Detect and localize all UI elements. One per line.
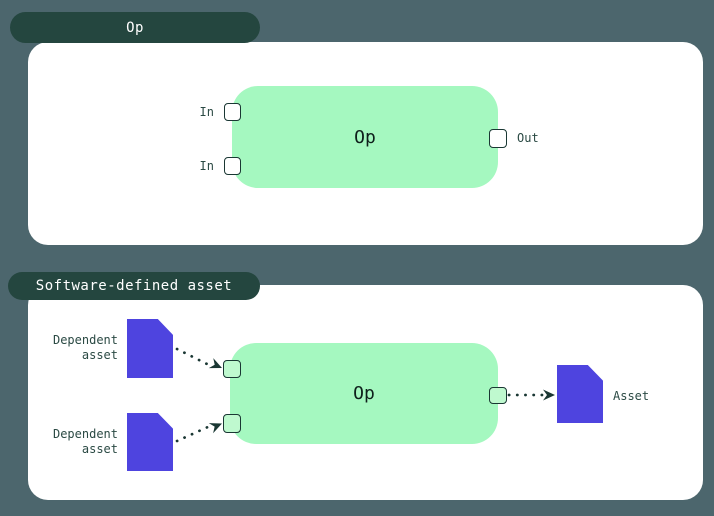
sda-op-node: Op xyxy=(230,343,498,444)
op-node: Op xyxy=(232,86,498,188)
sda-panel-tab-label: Software-defined asset xyxy=(35,278,233,294)
dependent-asset-label: Dependent asset xyxy=(52,427,118,456)
output-label: Out xyxy=(517,131,539,145)
input-port xyxy=(223,360,241,378)
op-panel-tab-label: Op xyxy=(126,19,144,36)
output-port xyxy=(489,129,507,148)
dependent-asset-document-icon xyxy=(127,319,173,378)
dependent-asset-document-icon xyxy=(127,413,173,471)
sda-op-node-label: Op xyxy=(353,383,375,404)
input-label: In xyxy=(199,159,214,173)
asset-document-icon xyxy=(557,365,603,423)
input-label: In xyxy=(199,105,214,119)
op-node-label: Op xyxy=(354,126,376,148)
input-port xyxy=(224,157,241,175)
input-port xyxy=(224,103,241,121)
dependent-asset-label: Dependent asset xyxy=(52,333,118,362)
sda-panel-tab: Software-defined asset xyxy=(8,272,260,300)
output-port xyxy=(489,387,507,404)
asset-label: Asset xyxy=(613,389,650,403)
op-panel-tab: Op xyxy=(10,12,260,43)
input-port xyxy=(223,414,241,433)
